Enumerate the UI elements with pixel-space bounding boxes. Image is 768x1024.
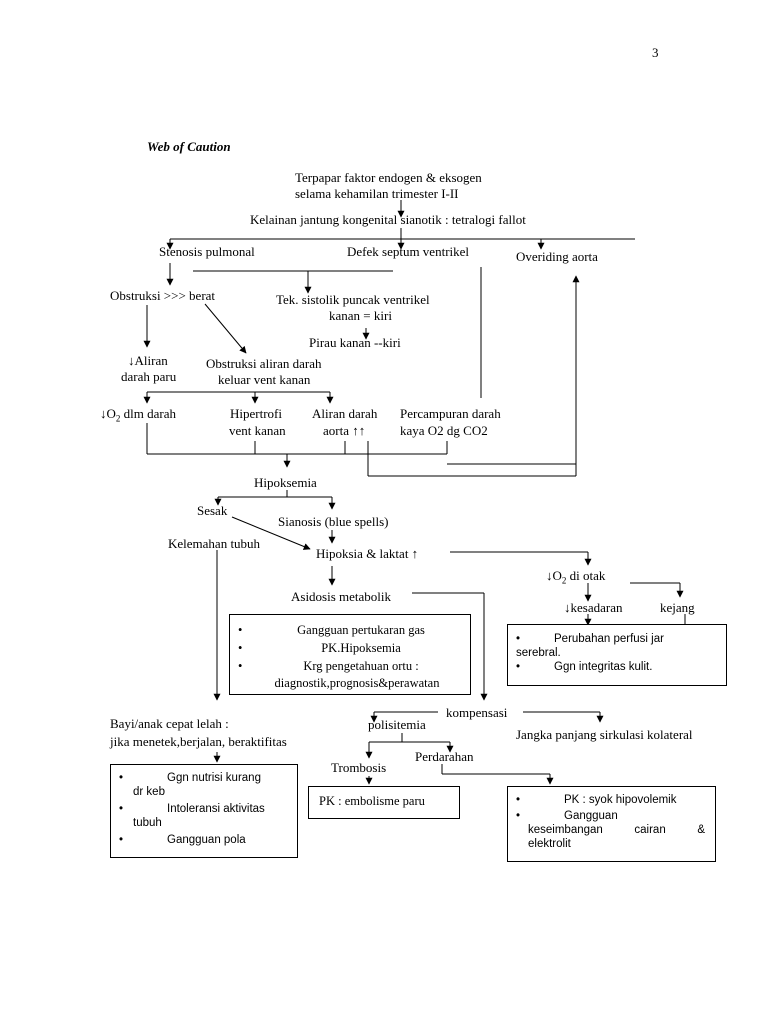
arrow-obstruksi-obs-aliran	[204, 303, 247, 354]
node-jangka: Jangka panjang sirkulasi kolateral	[516, 727, 693, 742]
node-terpapar-line1: Terpapar faktor endogen & eksogen	[295, 170, 482, 185]
node-tek-line1: Tek. sistolik puncak ventrikel	[276, 292, 430, 307]
box-serebral-line: serebral.	[516, 647, 561, 659]
page-title: Web of Caution	[147, 139, 231, 154]
box-serebral-item: Ggn integritas kulit.	[508, 660, 726, 674]
box-syok: PK : syok hipovolemik Gangguan keseimban…	[507, 786, 716, 862]
node-kelainan: Kelainan jantung kongenital sianotik : t…	[250, 212, 526, 227]
page-number: 3	[652, 45, 659, 60]
node-kejang: kejang	[660, 600, 695, 615]
box-gangguan-gas: Gangguan pertukaran gas PK.Hipoksemia Kr…	[229, 614, 471, 695]
node-tek-line2: kanan = kiri	[329, 308, 392, 323]
box-gangguan-gas-item: Krg pengetahuan ortu :	[230, 659, 470, 673]
box-gangguan-gas-item: Gangguan pertukaran gas	[230, 623, 470, 637]
node-hipertrofi-line1: Hipertrofi	[230, 406, 282, 421]
node-bayi-line1: Bayi/anak cepat lelah :	[110, 716, 229, 731]
node-percampuran-line2: kaya O2 dg CO2	[400, 423, 488, 438]
node-o2-otak: ↓O2 di otak	[546, 568, 606, 586]
box-syok-word: keseimbangan	[528, 824, 603, 836]
node-asidosis: Asidosis metabolik	[291, 589, 392, 604]
box-gangguan-gas-line: diagnostik,prognosis&perawatan	[274, 676, 440, 690]
node-aliran-paru-line2: darah paru	[121, 369, 177, 384]
node-perdarahan: Perdarahan	[415, 749, 474, 764]
node-hipoksemia: Hipoksemia	[254, 475, 317, 490]
box-syok-item: Gangguan	[508, 809, 715, 823]
node-aliran-aorta-line1: Aliran darah	[312, 406, 378, 421]
box-embolisme-text: PK : embolisme paru	[319, 794, 425, 808]
box-syok-word: cairan	[634, 824, 666, 836]
node-sesak: Sesak	[197, 503, 228, 518]
box-nutrisi-item: Gangguan pola	[111, 833, 297, 847]
node-aliran-paru-line1: ↓Aliran	[128, 353, 168, 368]
box-embolisme: PK : embolisme paru	[308, 786, 460, 819]
node-hipertrofi-line2: vent kanan	[229, 423, 286, 438]
box-nutrisi: Ggn nutrisi kurang dr keb Intoleransi ak…	[110, 764, 298, 858]
node-percampuran-line1: Percampuran darah	[400, 406, 501, 421]
box-serebral: Perubahan perfusi jar serebral. Ggn inte…	[507, 624, 727, 686]
box-syok-justified-line: keseimbangan cairan &	[508, 823, 715, 837]
node-kelemahan: Kelemahan tubuh	[168, 536, 261, 551]
node-obs-aliran-line2: keluar vent kanan	[218, 372, 311, 387]
node-terpapar-line2: selama kehamilan trimester I-II	[295, 186, 459, 201]
node-obstruksi: Obstruksi >>> berat	[110, 288, 216, 303]
box-nutrisi-item: Ggn nutrisi kurang	[111, 771, 297, 785]
node-kesadaran: ↓kesadaran	[564, 600, 623, 615]
box-nutrisi-line: tubuh	[133, 817, 162, 829]
box-nutrisi-item: Intoleransi aktivitas	[111, 802, 297, 816]
node-defek: Defek septum ventrikel	[347, 244, 470, 259]
arrow-sesak-hipoksia	[231, 516, 311, 550]
node-trombosis: Trombosis	[331, 760, 387, 775]
box-gangguan-gas-item: PK.Hipoksemia	[230, 641, 470, 655]
node-obs-aliran-line1: Obstruksi aliran darah	[206, 356, 322, 371]
node-sianosis: Sianosis (blue spells)	[278, 514, 389, 529]
node-bayi-line2: jika menetek,berjalan, beraktifitas	[110, 734, 287, 749]
box-syok-item: PK : syok hipovolemik	[508, 793, 715, 807]
node-overiding: Overiding aorta	[516, 249, 598, 264]
box-syok-line: elektrolit	[528, 838, 571, 850]
node-o2-darah: ↓O2 dlm darah	[100, 406, 176, 424]
box-nutrisi-line: dr keb	[133, 786, 165, 798]
node-polisitemia: polisitemia	[368, 717, 426, 732]
node-stenosis: Stenosis pulmonal	[159, 244, 255, 259]
node-kompensasi: kompensasi	[446, 705, 508, 720]
node-pirau: Pirau kanan --kiri	[309, 335, 401, 350]
node-aliran-aorta-line2: aorta ↑↑	[323, 423, 366, 438]
box-syok-word: &	[697, 824, 705, 836]
box-serebral-item: Perubahan perfusi jar	[508, 632, 726, 646]
node-hipoksia: Hipoksia & laktat ↑	[316, 546, 419, 561]
